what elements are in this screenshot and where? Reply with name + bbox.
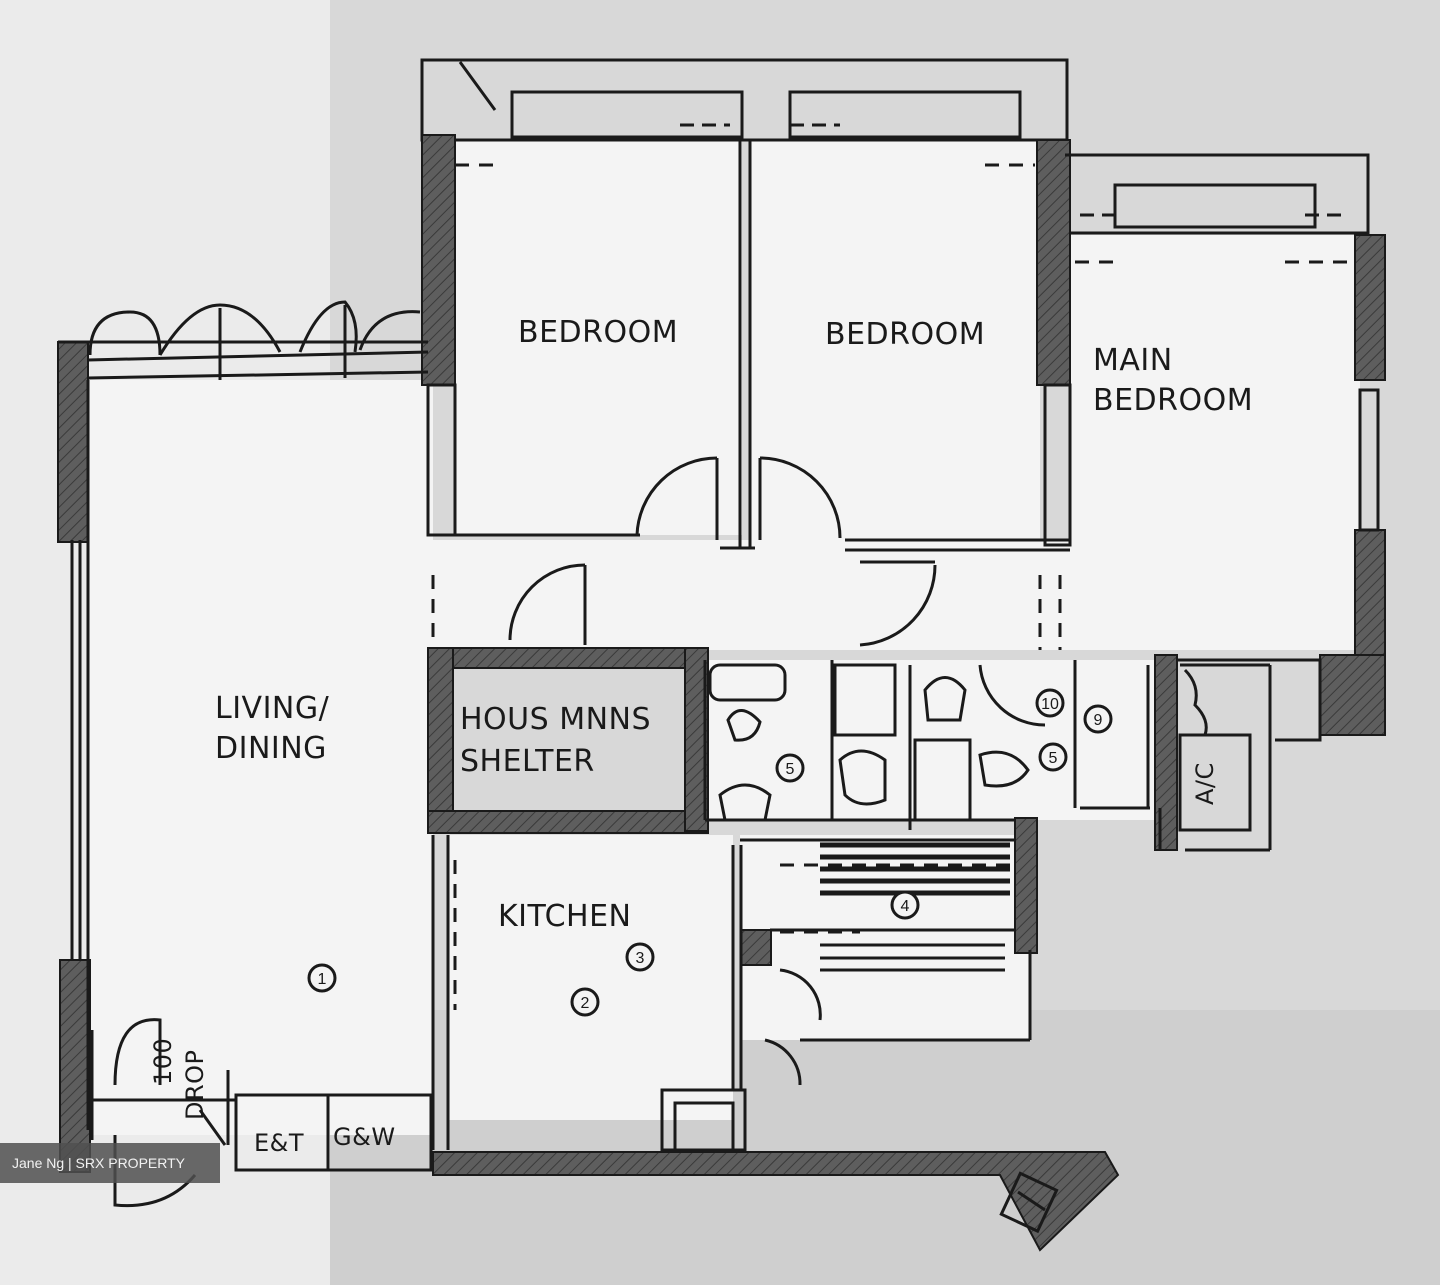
view-marker-label: 5 bbox=[1049, 750, 1058, 767]
room-label-et: E&T bbox=[254, 1129, 305, 1157]
stair-symbol bbox=[999, 1171, 1059, 1234]
wall-living-west-top bbox=[57, 341, 89, 543]
view-marker-3: 3 bbox=[625, 942, 655, 972]
wall-bedroom-middle-east bbox=[1036, 139, 1071, 386]
room-label-kitchen: KITCHEN bbox=[498, 899, 632, 934]
room-label-bedroom-middle: BEDROOM bbox=[825, 317, 986, 352]
fixtures bbox=[708, 663, 1208, 822]
room-label-shelter-line2: SHELTER bbox=[460, 744, 595, 779]
view-marker-label: 10 bbox=[1041, 696, 1059, 713]
wall-east-lower bbox=[1354, 529, 1386, 661]
room-label-drop-abbrev: 100 bbox=[149, 1037, 177, 1085]
structural-walls bbox=[57, 134, 1386, 1252]
wall-east-corner bbox=[1319, 654, 1386, 736]
wall-living-west-bottom bbox=[59, 959, 91, 1173]
view-marker-1: 1 bbox=[307, 963, 337, 993]
view-marker-label: 3 bbox=[636, 950, 645, 967]
view-marker-7: 9 bbox=[1083, 704, 1113, 734]
living-balcony-doors bbox=[58, 300, 429, 380]
watermark-credit: Jane Ng | SRX PROPERTY bbox=[0, 1143, 220, 1183]
view-markers: 1 2 3 4 5 5 9 10 bbox=[307, 688, 1113, 1017]
view-marker-2: 2 bbox=[570, 987, 600, 1017]
wall-main-bedroom-east bbox=[1354, 234, 1386, 381]
partitions bbox=[70, 140, 1380, 1172]
view-marker-6: 5 bbox=[1038, 742, 1068, 772]
outer-outline bbox=[1065, 153, 1370, 850]
bay-window-top bbox=[420, 58, 1069, 142]
view-marker-8: 10 bbox=[1035, 688, 1065, 718]
bedroom-left-floor bbox=[455, 140, 742, 535]
wall-shelter-bottom bbox=[427, 810, 709, 834]
room-label-main-bedroom-line1: MAIN bbox=[1093, 343, 1173, 378]
view-marker-label: 4 bbox=[901, 898, 910, 915]
wall-bedroom-left-west bbox=[421, 134, 456, 386]
room-floors bbox=[88, 140, 1363, 1135]
dashed-lines bbox=[431, 163, 1350, 1010]
kitchen-floor bbox=[448, 835, 733, 1120]
room-label-ac: A/C bbox=[1191, 762, 1219, 805]
wall-south bbox=[432, 1151, 1120, 1252]
view-marker-label: 5 bbox=[786, 761, 795, 778]
wall-bath-bottom bbox=[1014, 817, 1038, 954]
wall-kitchen-post bbox=[740, 929, 772, 966]
living-dining-floor bbox=[88, 380, 433, 1135]
wall-shelter-top bbox=[427, 647, 709, 669]
door-swings bbox=[113, 456, 1046, 1208]
room-label-living-line1: LIVING/ bbox=[215, 691, 330, 726]
view-marker-5: 5 bbox=[775, 753, 805, 783]
room-label-bedroom-left: BEDROOM bbox=[518, 315, 679, 350]
wall-shelter-left bbox=[427, 647, 454, 832]
drying-rack bbox=[820, 842, 1010, 972]
view-marker-4: 4 bbox=[890, 890, 920, 920]
view-marker-label: 1 bbox=[318, 971, 327, 988]
room-label-main-bedroom-line2: BEDROOM bbox=[1093, 383, 1254, 418]
room-label-gw: G&W bbox=[333, 1123, 396, 1151]
room-label-shelter-line1: HOUS MNNS bbox=[460, 702, 652, 737]
view-marker-label: 9 bbox=[1094, 712, 1103, 729]
view-marker-label: 2 bbox=[581, 995, 590, 1012]
wall-shelter-right bbox=[684, 647, 709, 832]
room-label-living-line2: DINING bbox=[215, 731, 327, 766]
room-label-drop: DROP bbox=[181, 1049, 209, 1120]
wall-ac-left bbox=[1154, 654, 1178, 851]
bedroom-middle-floor bbox=[750, 140, 1040, 540]
